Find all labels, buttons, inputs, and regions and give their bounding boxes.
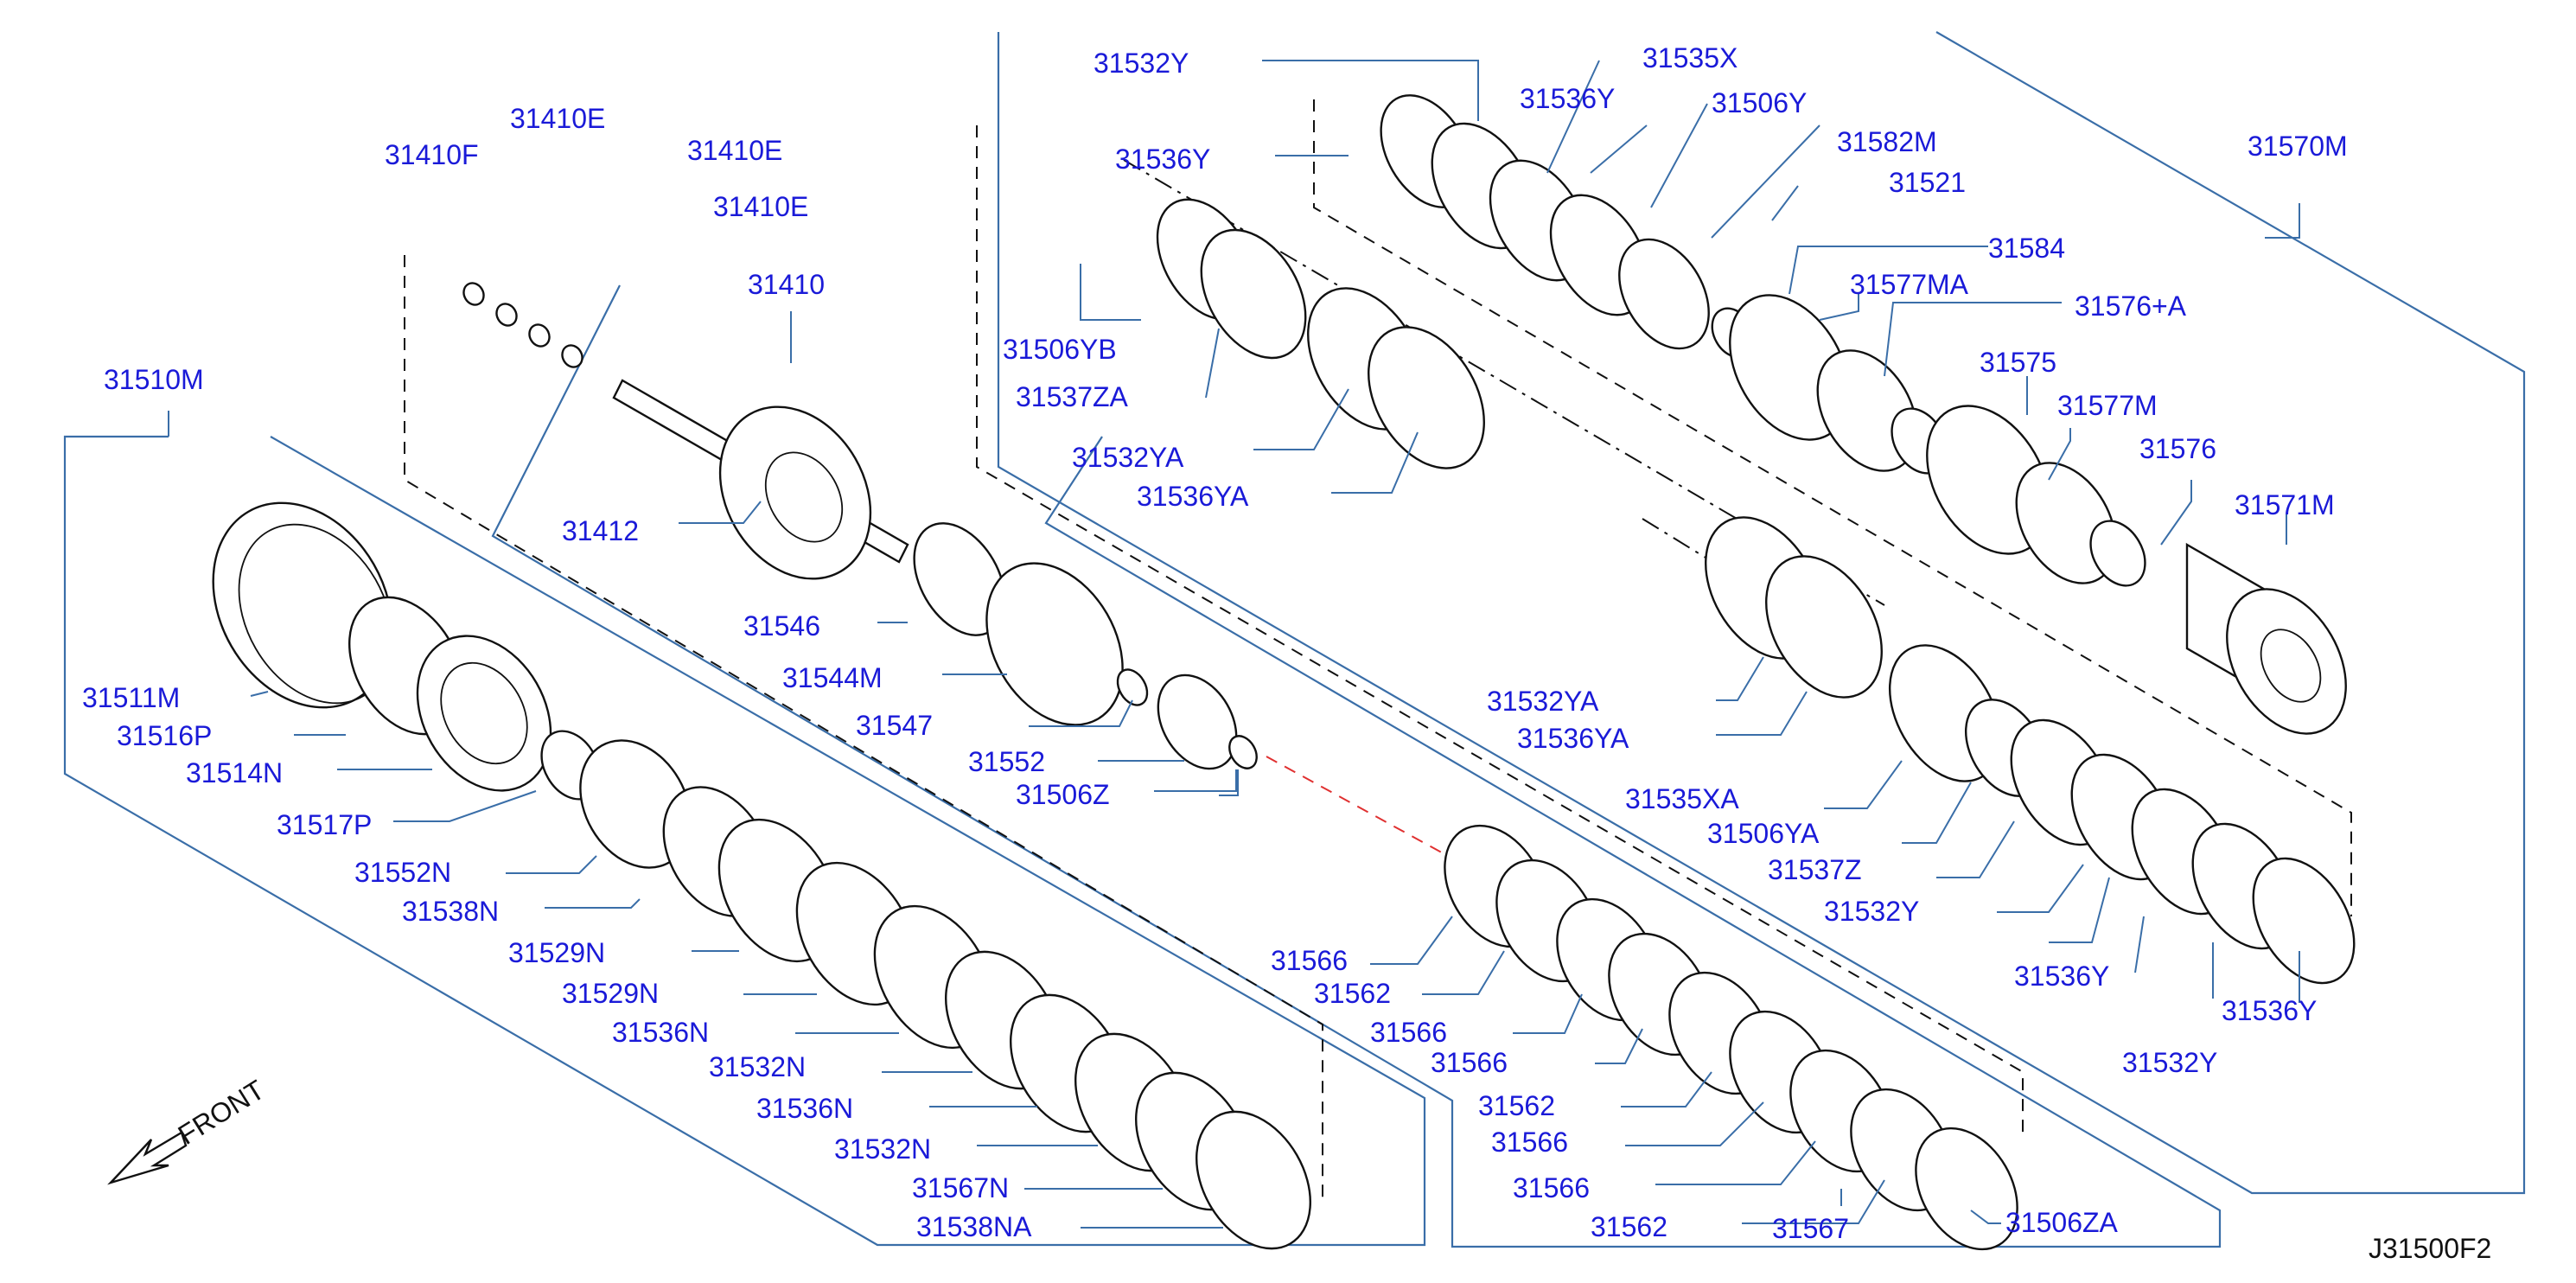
part-label: 31506YB — [1003, 334, 1117, 365]
part-label: 31516P — [117, 720, 212, 751]
piston-assembly-31584 — [1729, 294, 2146, 587]
part-label: 31546 — [743, 610, 820, 642]
diagram-code: J31500F2 — [2369, 1233, 2491, 1264]
assembly-label-31510m: 31510M — [104, 364, 204, 395]
part-label: 31412 — [562, 515, 639, 546]
part-label: 31562 — [1314, 978, 1391, 1009]
part-label: 31570M — [2248, 131, 2348, 162]
part-label: 31552 — [968, 746, 1045, 777]
part-number-labels: 31532Y 31535X 31536Y 31506Y 31582M 31570… — [82, 42, 2348, 1244]
part-label: 31547 — [856, 710, 933, 741]
part-label: 31537ZA — [1016, 381, 1129, 412]
part-label: 31537Z — [1768, 854, 1862, 885]
part-label: 31566 — [1491, 1127, 1568, 1158]
part-label: 31536Y — [1115, 144, 1210, 175]
part-label: 31567N — [912, 1172, 1009, 1203]
part-label: 31536Y — [1520, 83, 1615, 114]
part-label: 31582M — [1837, 126, 1937, 157]
frame-31510m — [63, 435, 1426, 1247]
part-label: 31576+A — [2075, 290, 2187, 322]
part-label: 31532Y — [1094, 48, 1189, 79]
frame-31570m — [997, 31, 2526, 1195]
snap-rings-31410 — [462, 282, 583, 368]
part-label: 31577M — [2057, 390, 2158, 421]
part-label: 31577MA — [1850, 269, 1969, 300]
part-label: 31506Z — [1016, 779, 1110, 810]
part-label: 31532Y — [1824, 896, 1919, 927]
frame-31410 — [491, 284, 2222, 1248]
part-label: 31576 — [2139, 433, 2216, 464]
clutch-pack-right — [1888, 644, 2356, 985]
part-label: 31532N — [834, 1133, 931, 1165]
part-label: 31536YA — [1517, 723, 1629, 754]
part-label: 31544M — [782, 662, 883, 693]
clutch-pack-left — [662, 786, 1311, 1250]
front-label: FRONT — [173, 1074, 271, 1151]
front-arrow-icon — [107, 1131, 188, 1185]
drum-31571m — [2185, 542, 2347, 735]
shaft-31412 — [612, 379, 909, 580]
part-label: 31571M — [2235, 489, 2335, 520]
part-label: 31538N — [402, 896, 499, 927]
part-label: 31532N — [709, 1051, 806, 1082]
part-label: 31535XA — [1625, 783, 1739, 814]
clutch-pack-top-left — [1156, 198, 1883, 699]
plates-31410 — [913, 522, 1258, 770]
part-label: 31521 — [1889, 167, 1966, 198]
part-label: 31566 — [1271, 945, 1348, 976]
part-label: 31566 — [1513, 1172, 1590, 1203]
part-label: 31532YA — [1487, 686, 1599, 717]
part-label: 31536Y — [2222, 995, 2317, 1026]
part-label: 31532YA — [1072, 442, 1184, 473]
part-label: 31567 — [1772, 1213, 1849, 1244]
clutch-pack-top — [1380, 94, 1756, 359]
part-label: 31566 — [1370, 1017, 1447, 1048]
leader-lines — [168, 60, 2300, 1229]
part-label: 31410E — [510, 103, 605, 134]
part-label: 31506Y — [1712, 87, 1807, 118]
part-label: 31529N — [562, 978, 659, 1009]
part-label: 31575 — [1980, 347, 2056, 378]
front-indicator: FRONT — [107, 1074, 271, 1185]
part-label: 31536N — [756, 1093, 853, 1124]
exploded-parts — [212, 94, 2356, 1251]
part-label: 31584 — [1988, 233, 2065, 264]
drum-31511m — [212, 501, 692, 869]
part-label: 31538NA — [916, 1211, 1032, 1242]
clutch-pack-middle — [1444, 824, 2018, 1251]
part-label: 31536YA — [1137, 481, 1249, 512]
part-label: 31536Y — [2014, 961, 2109, 992]
part-label: 31529N — [508, 937, 605, 968]
part-label: 31517P — [277, 809, 372, 840]
part-label: 31535X — [1642, 42, 1738, 73]
part-label: 31511M — [82, 682, 180, 713]
part-label: 31410F — [385, 139, 479, 170]
part-label: 31562 — [1591, 1211, 1667, 1242]
part-label: 31536N — [612, 1017, 709, 1048]
part-label: 31552N — [354, 857, 451, 888]
assembly-frames — [63, 31, 2526, 1248]
part-label: 31410E — [713, 191, 808, 222]
part-label: 31514N — [186, 757, 283, 788]
part-label: 31410E — [687, 135, 782, 166]
assembly-label-31410: 31410 — [748, 269, 825, 300]
part-label: 31506YA — [1707, 818, 1820, 849]
part-label: 31562 — [1478, 1090, 1555, 1121]
part-label: 31566 — [1431, 1047, 1508, 1078]
part-label: 31532Y — [2122, 1047, 2217, 1078]
part-label: 31506ZA — [2005, 1207, 2119, 1238]
